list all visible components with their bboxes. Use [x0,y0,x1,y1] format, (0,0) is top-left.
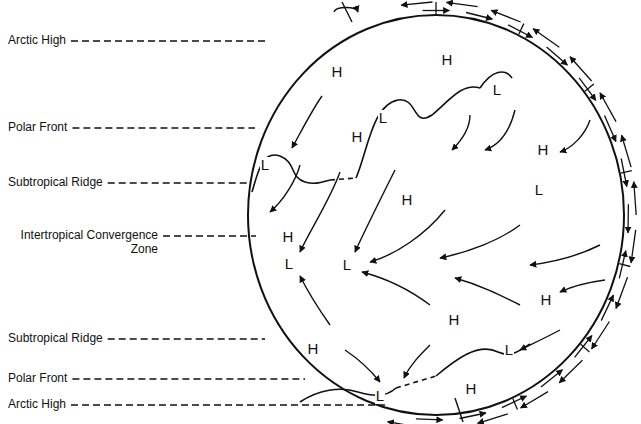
band-arrow [388,422,419,424]
zone-label: Polar Front [8,371,67,385]
earth-outline [248,15,624,415]
band-arrow [447,2,478,6]
band-arrow [491,10,520,22]
band-arrow [401,2,432,5]
band-arrow [521,392,548,408]
pressure-symbol: L [504,342,514,358]
zone-label: Arctic High [8,33,66,47]
pressure-symbol: H [465,381,478,397]
band-arrow [634,182,636,215]
band-arrow [585,84,594,91]
leader-line [71,40,268,41]
leader-line [72,127,255,128]
pressure-symbol: L [260,157,270,173]
pressure-symbol: H [307,341,320,357]
pressure-symbol: H [537,142,550,158]
pressure-symbol: L [375,388,385,404]
upper-air-band [388,2,637,424]
leader-line [163,235,256,236]
zone-label: Subtropical Ridge [8,175,103,189]
band-arrow [592,322,610,350]
pressure-symbol: H [441,52,454,68]
band-arrow [519,24,524,35]
band-arrow [533,29,559,48]
band-arrow [631,230,636,263]
pressure-symbol: H [331,64,344,80]
band-arrow [601,295,613,321]
band-arrow [616,277,628,308]
band-arrow [605,116,616,142]
band-arrow [559,360,582,383]
band-arrow [460,413,486,419]
zone-label: Subtropical Ridge [8,331,103,345]
band-arrow [416,419,443,420]
leader-line [71,404,385,405]
leader-line [108,182,250,183]
pressure-symbol: L [284,256,294,272]
pressure-symbol: L [534,182,544,198]
zone-label: Polar Front [8,120,67,134]
leader-line [108,338,265,339]
wind-arrows [270,96,605,382]
pressure-symbol: H [448,312,461,328]
band-arrow [619,264,630,267]
band-arrow [600,93,616,122]
band-arrow [570,57,592,81]
pressure-symbol: L [492,82,502,98]
pressure-symbol: L [342,257,352,273]
band-arrow [513,399,518,410]
band-arrow [478,414,508,423]
band-arrow [581,344,590,352]
band-arrow [622,135,632,167]
zone-label: Arctic High [8,397,66,411]
band-arrow [435,2,436,14]
band-arrow [466,13,492,20]
zone-label: Intertropical Convergence Zone [8,228,158,256]
pressure-symbol: H [540,292,553,308]
band-arrow [575,336,592,358]
pressure-symbol: H [351,129,364,145]
band-arrow [547,47,568,65]
pressure-symbol: H [401,192,414,208]
pressure-symbol: L [378,110,388,126]
leader-lines [71,41,385,405]
leader-line [72,378,305,379]
front-lines [252,72,530,402]
band-arrow [621,171,632,174]
band-arrow [541,370,562,387]
pressure-symbol: H [282,229,295,245]
band-arrow [579,78,596,101]
axis-lines [334,2,463,422]
band-arrow [627,204,629,233]
